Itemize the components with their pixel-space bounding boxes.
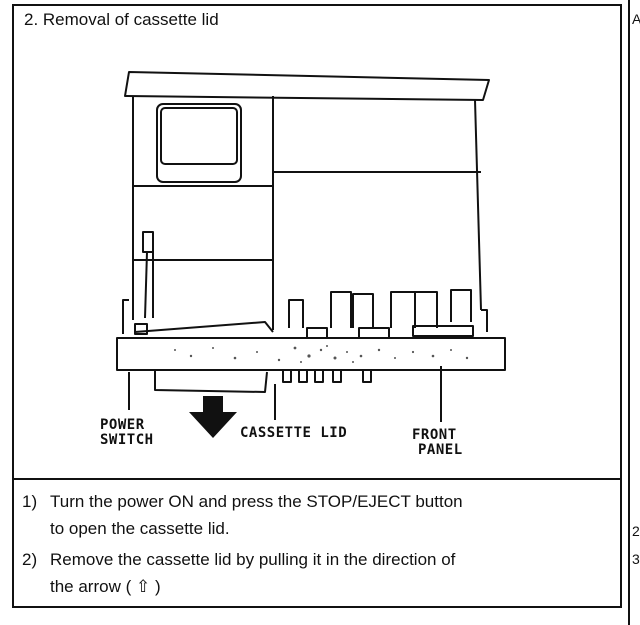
chassis-body (132, 96, 482, 320)
section-divider (12, 478, 622, 480)
content-frame (12, 4, 622, 608)
front-panel-bar (116, 337, 506, 371)
instruction-step-2: 2)Remove the cassette lid by pulling it … (22, 550, 456, 596)
front-panel-label: FRONT PANEL (412, 427, 463, 458)
cassette-deck-illustration (116, 71, 506, 438)
top-flange (124, 71, 490, 101)
adjacent-column-edge: A 2 3 (628, 0, 640, 625)
section-title: 2. Removal of cassette lid (24, 10, 219, 29)
cassette-lid-shape (154, 370, 268, 393)
display-window (156, 103, 242, 183)
edge-mark: 2 (632, 523, 640, 539)
panel-texture (174, 345, 469, 363)
cassette-lid-label: CASSETTE LID (240, 425, 348, 441)
edge-mark: A (632, 11, 640, 27)
instruction-step-1: 1)Turn the power ON and press the STOP/E… (22, 492, 463, 538)
edge-mark: 3 (632, 551, 640, 567)
power-switch-stalk (142, 231, 154, 253)
power-switch-label: POWER SWITCH (100, 417, 154, 448)
direction-arrow (189, 396, 237, 438)
